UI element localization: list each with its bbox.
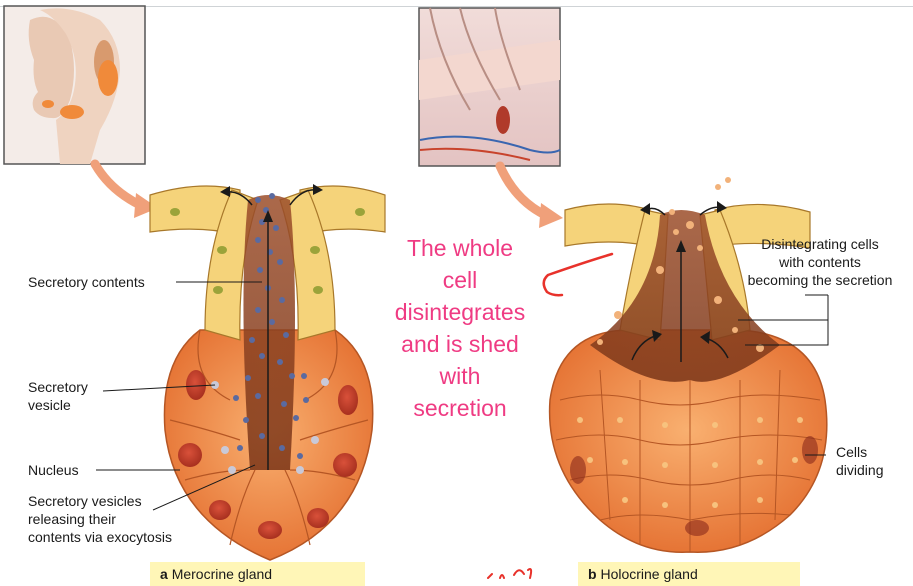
annotation-line: and is shed: [380, 328, 540, 360]
merocrine-gland: [150, 184, 385, 560]
caption-letter-a: a: [160, 566, 168, 582]
label-releasing-line3: contents via exocytosis: [28, 529, 172, 546]
label-releasing-line1: Secretory vesicles: [28, 493, 142, 510]
label-secretory-vesicle-line2: vesicle: [28, 397, 71, 414]
inset-face: [4, 6, 145, 164]
label-secretory-vesicle-line1: Secretory: [28, 379, 88, 396]
label-disintegrating-line1: Disintegrating cells: [730, 236, 910, 253]
label-cells-dividing-line1: Cells: [836, 444, 867, 461]
label-disintegrating-line2: with contents: [730, 254, 910, 271]
annotation-line: cell: [380, 264, 540, 296]
caption-letter-b: b: [588, 566, 597, 582]
caption-holocrine-text: Holocrine gland: [600, 566, 697, 582]
label-releasing-line2: releasing their: [28, 511, 116, 528]
annotation-line: disintegrates: [380, 296, 540, 328]
label-nucleus: Nucleus: [28, 462, 79, 479]
annotation-line: secretion: [380, 392, 540, 424]
inset-skin: [419, 8, 560, 166]
caption-merocrine: a Merocrine gland: [150, 562, 365, 586]
label-disintegrating-line3: becoming the secretion: [730, 272, 910, 289]
caption-merocrine-text: Merocrine gland: [172, 566, 272, 582]
annotation-line: The whole: [380, 232, 540, 264]
caption-holocrine: b Holocrine gland: [578, 562, 800, 586]
holocrine-gland: [550, 177, 827, 552]
label-cells-dividing-line2: dividing: [836, 462, 883, 479]
annotation-line: with: [380, 360, 540, 392]
handwritten-annotation: The whole cell disintegrates and is shed…: [380, 232, 540, 424]
label-secretory-contents: Secretory contents: [28, 274, 145, 291]
